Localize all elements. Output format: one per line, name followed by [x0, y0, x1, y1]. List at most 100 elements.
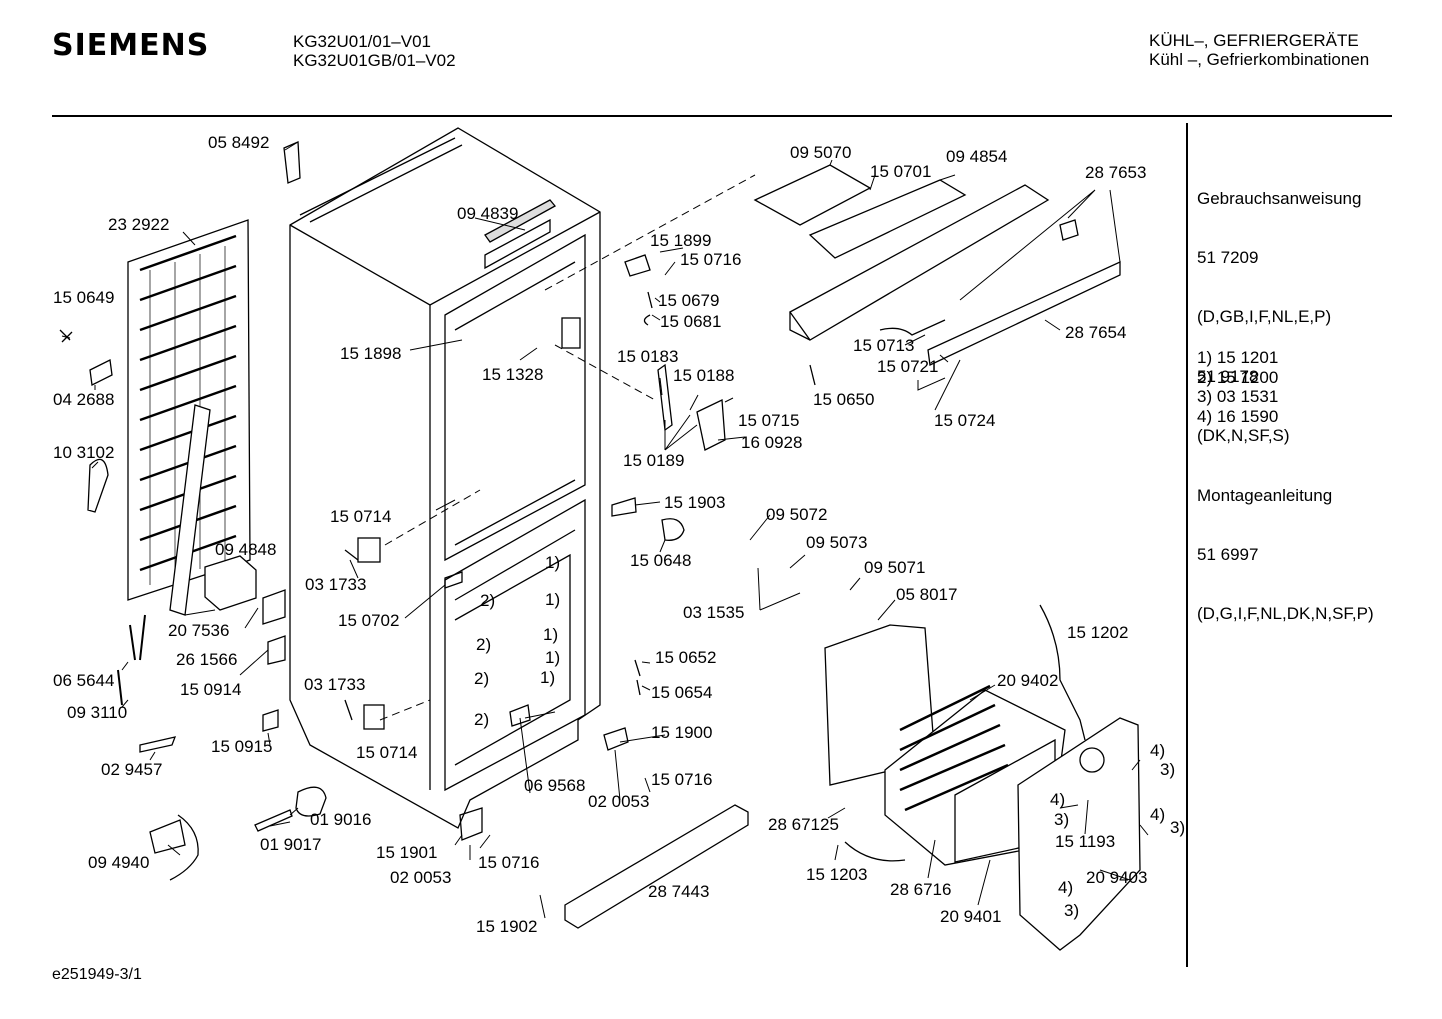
model-number-block: KG32U01/01–V01 KG32U01GB/01–V02 — [293, 32, 456, 70]
drawing-code: e251949-3/1 — [52, 966, 142, 983]
footnote-marker: 1) — [545, 590, 560, 609]
part-label: 05 8492 — [208, 133, 269, 152]
footnote-marker: 3) — [1170, 818, 1185, 837]
part-label: 28 6716 — [890, 880, 951, 899]
part-label: 03 1535 — [683, 603, 744, 622]
part-label: 16 0928 — [741, 433, 802, 452]
footnote: 3) 03 1531 — [1197, 387, 1279, 406]
part-label: 15 1328 — [482, 365, 543, 384]
doc-line: (D,GB,I,F,NL,E,P) — [1197, 307, 1332, 327]
model-line-2: KG32U01GB/01–V02 — [293, 51, 456, 70]
part-label: 15 1898 — [340, 344, 401, 363]
part-label: 15 0713 — [853, 336, 914, 355]
footnote-marker: 4) — [1150, 741, 1165, 760]
doc-line: 51 7209 — [1197, 247, 1259, 267]
part-label: 15 0715 — [738, 411, 799, 430]
part-label: 15 0681 — [660, 312, 721, 331]
side-divider — [1186, 123, 1188, 967]
part-label: 15 0914 — [180, 680, 241, 699]
part-label: 20 9401 — [940, 907, 1001, 926]
part-label: 06 5644 — [53, 671, 114, 690]
part-label: 15 0714 — [330, 507, 391, 526]
part-label: 26 1566 — [176, 650, 237, 669]
part-label: 15 1901 — [376, 843, 437, 862]
part-label: 28 7443 — [648, 882, 709, 901]
footnote: 2) 15 1200 — [1197, 367, 1279, 387]
part-label: 20 9403 — [1086, 868, 1147, 887]
part-label: 01 9017 — [260, 835, 321, 854]
part-label: 10 3102 — [53, 443, 114, 462]
part-label: 09 4854 — [946, 147, 1007, 166]
part-label: 28 7653 — [1085, 163, 1146, 182]
model-line-1: KG32U01/01–V01 — [293, 32, 431, 51]
footnote-marker: 1) — [543, 625, 558, 644]
part-label: 09 5070 — [790, 143, 851, 162]
part-label: 09 3110 — [67, 703, 127, 722]
footnote-marker: 3) — [1064, 901, 1079, 920]
part-label: 28 67125 — [768, 815, 839, 834]
footnote-marker: 1) — [545, 553, 560, 572]
part-label: 15 1203 — [806, 865, 867, 884]
part-label: 15 0649 — [53, 288, 114, 307]
part-label: 20 9402 — [997, 671, 1058, 690]
part-label: 15 0652 — [655, 648, 716, 667]
control-panel-drawing — [603, 164, 1121, 751]
brand-logo: SIEMENS — [52, 28, 210, 63]
part-label: 15 0189 — [623, 451, 684, 470]
condenser-drawing — [127, 219, 251, 616]
part-label: 15 0724 — [934, 411, 995, 430]
doc-line: (D,G,I,F,NL,DK,N,SF,P) — [1197, 604, 1374, 624]
part-label: 03 1733 — [305, 575, 366, 594]
part-label: 15 0650 — [813, 390, 874, 409]
part-label: 09 4839 — [457, 204, 518, 223]
part-label: 09 5073 — [806, 533, 867, 552]
part-label: 09 5072 — [766, 505, 827, 524]
part-label: 15 0915 — [211, 737, 272, 756]
footnote-marker: 1) — [545, 648, 560, 667]
category-block: KÜHL–, GEFRIERGERÄTE Kühl –, Gefrierkomb… — [1149, 31, 1369, 69]
part-label: 23 2922 — [108, 215, 169, 234]
leader-lines — [61, 141, 1149, 919]
part-label: 15 0721 — [877, 357, 938, 376]
part-label: 15 1193 — [1055, 832, 1115, 851]
documentation-list: Gebrauchsanweisung 51 7209 (D,GB,I,F,NL,… — [1197, 149, 1374, 644]
small-parts — [59, 141, 531, 881]
part-label: 02 0053 — [588, 792, 649, 811]
cabinet-drawing — [289, 127, 601, 829]
part-labels: 05 8492 23 2922 09 4839 15 0649 04 2688 … — [53, 133, 1185, 936]
footnote-marker: 2) — [474, 669, 489, 688]
part-label: 15 0714 — [356, 743, 417, 762]
footnote-marker: 2) — [476, 635, 491, 654]
doc-line: Montageanleitung — [1197, 485, 1333, 505]
part-label: 15 0716 — [478, 853, 539, 872]
part-label: 15 1202 — [1067, 623, 1128, 642]
part-label: 15 1903 — [664, 493, 725, 512]
part-label: 03 1733 — [304, 675, 365, 694]
footnote-marker: 3) — [1054, 810, 1069, 829]
part-label: 02 9457 — [101, 760, 162, 779]
part-label: 15 0654 — [651, 683, 712, 702]
part-label: 20 7536 — [168, 621, 229, 640]
part-label: 01 9016 — [310, 810, 371, 829]
footnote-marker: 2) — [480, 591, 495, 610]
footnote-marker: 4) — [1150, 805, 1165, 824]
part-label: 09 5071 — [864, 558, 925, 577]
part-label: 15 0701 — [870, 162, 931, 181]
part-label: 15 0716 — [680, 250, 741, 269]
doc-line: 51 6997 — [1197, 544, 1259, 564]
part-label: 15 0648 — [630, 551, 691, 570]
part-label: 02 0053 — [390, 868, 451, 887]
part-label: 09 4940 — [88, 853, 149, 872]
part-label: 15 0183 — [617, 347, 678, 366]
doc-line: (DK,N,SF,S) — [1197, 426, 1290, 446]
footnote-marker: 4) — [1050, 790, 1065, 809]
evaporator-drawing — [564, 604, 1141, 951]
part-label: 15 1900 — [651, 723, 712, 742]
doc-line: Gebrauchsanweisung — [1197, 188, 1362, 208]
footnote-marker: 4) — [1058, 878, 1073, 897]
part-label: 15 0679 — [658, 291, 719, 310]
footnote: 1) 15 1201 — [1197, 348, 1279, 367]
part-label: 15 0702 — [338, 611, 399, 630]
category-line-1: KÜHL–, GEFRIERGERÄTE — [1149, 31, 1359, 50]
part-label: 15 1902 — [476, 917, 537, 936]
